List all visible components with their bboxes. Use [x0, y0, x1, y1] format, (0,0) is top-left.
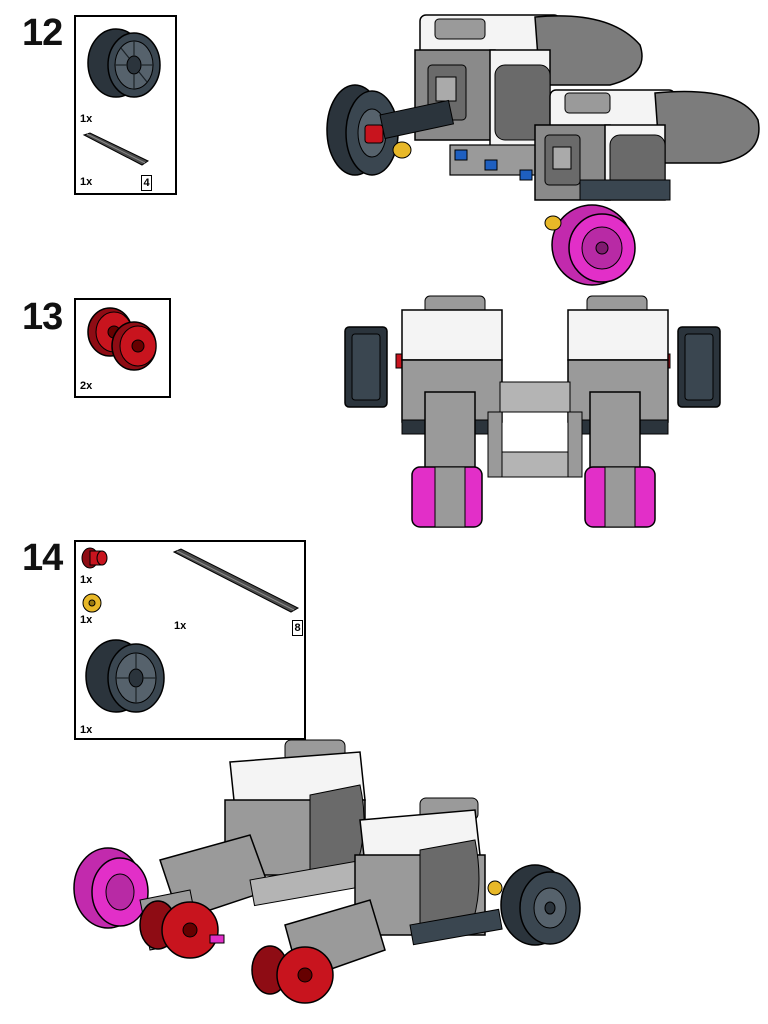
model-step-14 [73, 739, 581, 1004]
wheel-rim-icon [85, 639, 165, 713]
parts-callout-step-14: 1x 1x 1x 8 1x [74, 540, 306, 740]
step-number-14: 14 [22, 537, 63, 579]
axle-icon [172, 548, 300, 613]
half-bush-icon [82, 593, 102, 613]
wheel-rim-icon [87, 28, 161, 98]
axle-length-label: 8 [292, 620, 303, 636]
step-number-12: 12 [22, 12, 63, 54]
part-qty: 1x [80, 614, 93, 626]
axle-length-label: 4 [141, 175, 152, 191]
part-qty: 2x [80, 380, 93, 392]
wheel-hub-icon [87, 307, 157, 371]
model-step-13 [344, 295, 721, 528]
step-number-13: 13 [22, 296, 63, 338]
part-qty: 1x [174, 620, 187, 632]
model-step-12 [326, 14, 760, 286]
part-qty: 1x [80, 113, 93, 125]
bush-icon [81, 547, 108, 569]
part-qty: 1x [80, 724, 93, 736]
parts-callout-step-12: 1x 1x 4 [74, 15, 177, 195]
part-qty: 1x [80, 574, 93, 586]
parts-callout-step-13: 2x [74, 298, 171, 398]
part-qty: 1x [80, 176, 93, 188]
axle-icon [82, 132, 150, 166]
